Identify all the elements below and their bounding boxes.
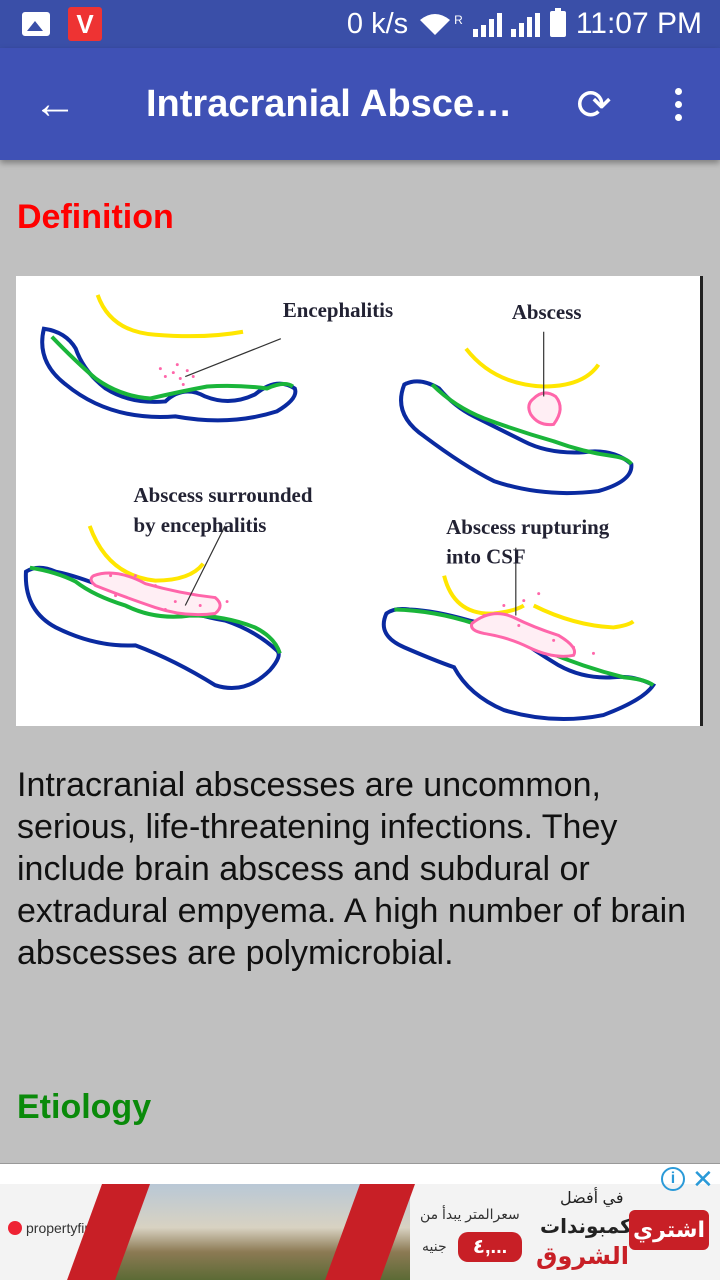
clock: 11:07 PM [575, 7, 702, 40]
ad-headline-line1: في أفضل [560, 1190, 624, 1207]
article-content[interactable]: Definition Encephalitis Abscess [0, 160, 720, 1163]
v-app-icon: V [68, 7, 102, 41]
more-vert-icon [674, 87, 682, 121]
roaming-indicator: R [454, 13, 463, 27]
label-abscess-rupturing-line1: Abscess rupturing [446, 515, 610, 539]
app-bar: ← Intracranial Abscesses ⟳ [0, 48, 720, 160]
back-button[interactable]: ← [0, 48, 110, 160]
ad-close-icon[interactable]: ✕ [692, 1164, 714, 1194]
abscess-diagram-image: Encephalitis Abscess Abscess surrounded … [16, 276, 703, 726]
ad-headline-line3: الشروق [536, 1243, 629, 1270]
ad-price-label: سعرالمتر يبدأ من [420, 1206, 520, 1222]
section-heading-definition: Definition [17, 198, 174, 236]
overflow-menu-button[interactable] [636, 48, 720, 160]
refresh-icon: ⟳ [576, 80, 612, 128]
propertyfinder-logo-icon [8, 1221, 22, 1235]
label-abscess-surrounded-line1: Abscess surrounded [133, 483, 312, 507]
status-bar: V 0 k/s R 11:07 PM [0, 0, 720, 48]
ad-price-badge: ٤,... [458, 1232, 522, 1262]
refresh-button[interactable]: ⟳ [552, 48, 636, 160]
label-abscess-rupturing-line2: into CSF [446, 545, 526, 569]
page-title: Intracranial Abscesses [146, 82, 552, 125]
ad-headline-line2: كمبوندات [540, 1216, 632, 1238]
label-abscess: Abscess [512, 300, 582, 324]
definition-paragraph: Intracranial abscesses are uncommon, ser… [17, 766, 687, 972]
ad-banner[interactable]: propertyfinder.eg سعرالمتر يبدأ من ٤,...… [0, 1163, 720, 1280]
signal-icon [472, 11, 540, 37]
arrow-back-icon: ← [33, 79, 77, 128]
gallery-icon [22, 12, 50, 36]
section-heading-etiology: Etiology [17, 1088, 152, 1126]
ad-cta-button[interactable]: اشتري [629, 1210, 709, 1250]
ad-currency: جنيه [422, 1238, 447, 1254]
net-speed: 0 k/s [346, 7, 409, 40]
ad-info-icon[interactable]: i [661, 1167, 685, 1191]
label-abscess-surrounded-line2: by encephalitis [133, 513, 266, 537]
battery-icon [549, 8, 566, 37]
label-encephalitis: Encephalitis [283, 298, 393, 322]
wifi-icon [420, 14, 451, 35]
